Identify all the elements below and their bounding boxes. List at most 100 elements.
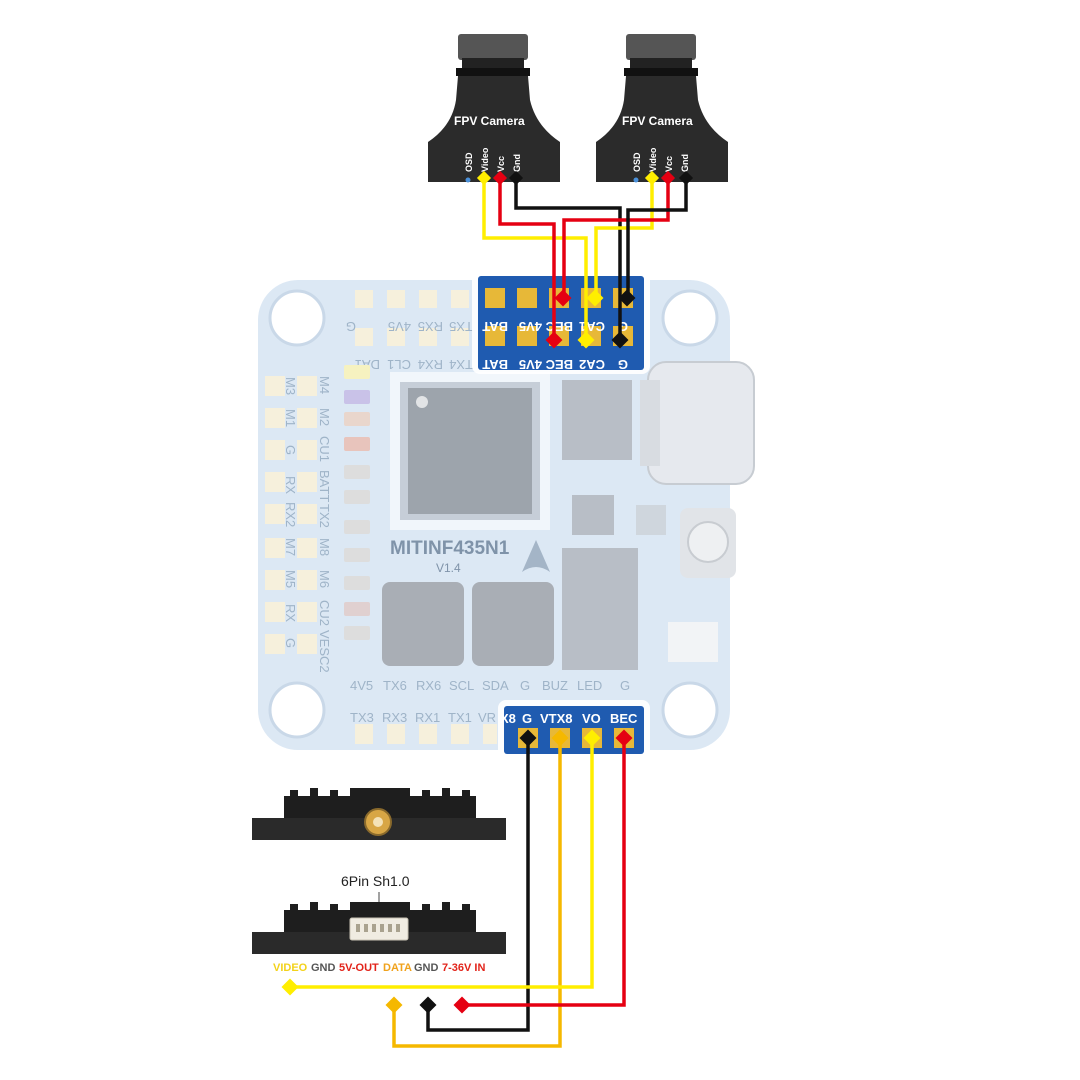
inductor <box>382 582 464 666</box>
wire-cam2-gnd <box>626 178 688 298</box>
vtx-header-label: VTX8 <box>540 711 573 726</box>
inductor <box>472 582 554 666</box>
cam-header-label: 4V5 <box>519 357 542 372</box>
pad-label: M8 <box>317 538 332 556</box>
pad-label: M3 <box>283 377 298 395</box>
pad-label: RX <box>283 604 298 622</box>
left-pads: M3 M1 G RX RX2 M7 M5 RX G M4 M2 CU1 BATT… <box>265 376 332 673</box>
wire-cam1-video <box>482 178 588 340</box>
top-pads: G 4V5 RX5 TX5 DA1 CL1 RX4 TX4 <box>346 290 473 372</box>
smd-components <box>344 365 370 640</box>
pad-label: M2 <box>317 408 332 426</box>
pad-label: VR <box>478 710 496 725</box>
small-sensor <box>636 505 666 535</box>
camera-body <box>596 76 728 182</box>
vtx-header-label: G <box>522 711 532 726</box>
wire-vtx-bec <box>462 738 626 1007</box>
osd-pin-dot <box>633 177 639 183</box>
pad-label: G <box>346 319 356 334</box>
wire-cam1-vcc <box>498 178 556 340</box>
vtx-header-label: VO <box>582 711 601 726</box>
pad-label: TX4 <box>449 357 473 372</box>
board-name: MITINF435N1 <box>390 538 510 559</box>
camera-pin-label: OSD <box>464 152 474 172</box>
wire-vtx-data <box>392 738 562 1048</box>
vtx-pin-label: GND <box>311 962 336 974</box>
solder-points <box>281 170 694 1014</box>
pad-label: RX2 <box>283 502 298 527</box>
pad-label: CU1 <box>317 436 332 462</box>
camera-pin-label: Video <box>648 147 658 172</box>
pad-label: RX <box>283 476 298 494</box>
logo-icon <box>522 540 550 572</box>
usb-c-port <box>640 361 755 485</box>
pad-label: 4V5 <box>350 678 373 693</box>
cam-header-label: BEC <box>545 319 573 334</box>
camera-pin-label: Vcc <box>664 156 674 172</box>
pad-label: M7 <box>283 538 298 556</box>
cam-header-label: CA2 <box>579 357 605 372</box>
bottom-pads: 4V5 TX6 RX6 SCL SDA G BUZ LED G TX3 RX3 … <box>350 678 630 744</box>
osd-pin-dot <box>465 177 471 183</box>
vtx-header: X8 G VTX8 VO BEC <box>498 700 650 760</box>
pad-label: LED <box>577 678 602 693</box>
boot-button <box>680 508 736 578</box>
camera-lens <box>458 34 528 60</box>
mcu-chip <box>390 372 550 530</box>
fpv-camera-1: FPV Camera OSD Video Vcc Gnd <box>428 34 560 182</box>
pad-label: TX5 <box>449 319 473 334</box>
board-version: V1.4 <box>436 561 461 575</box>
vtx-pin-label: DATA <box>383 962 412 974</box>
camera-lens <box>626 34 696 60</box>
mount-hole <box>661 681 719 739</box>
pad-label: 4V5 <box>388 319 411 334</box>
pad-label: BATT <box>317 470 332 502</box>
cam-header-label: BAT <box>482 319 508 334</box>
pad-label: TX1 <box>448 710 472 725</box>
pad-label: RX3 <box>382 710 407 725</box>
pad-label: RX1 <box>415 710 440 725</box>
vtx-module-top <box>252 788 506 840</box>
fpv-camera-2: FPV Camera OSD Video Vcc Gnd <box>596 34 728 182</box>
vtx-pin-label: 5V-OUT <box>339 962 379 974</box>
cam-header-label: 4V5 <box>519 319 542 334</box>
camera-pin-label: Vcc <box>496 156 506 172</box>
vtx-header-label: BEC <box>610 711 638 726</box>
vtx-pin-label: VIDEO <box>273 962 308 974</box>
wire-vtx-gnd <box>426 738 530 1032</box>
camera-pin-label: OSD <box>632 152 642 172</box>
pad-label: SDA <box>482 678 509 693</box>
flash-chip <box>562 548 638 670</box>
small-module <box>668 622 718 662</box>
pad-label: RX5 <box>418 319 443 334</box>
camera-header: BAT 4V5 BEC CA1 G BAT 4V5 BEC CA2 G <box>472 268 650 374</box>
vtx-header-label: X8 <box>500 711 516 726</box>
cam-header-label: BAT <box>482 357 508 372</box>
pad-label: G <box>620 678 630 693</box>
pad-label: G <box>520 678 530 693</box>
camera-pin-label: Gnd <box>512 154 522 172</box>
pad-label: RX6 <box>416 678 441 693</box>
pad-label: BUZ <box>542 678 568 693</box>
vtx-module-bottom: 6Pin Sh1.0 VIDEO GND 5V-OUT DATA GND 7-3… <box>252 873 506 974</box>
pad-label: CU2 <box>317 600 332 626</box>
vtx-pin-label: GND <box>414 962 439 974</box>
cam-header-label: CA1 <box>579 319 605 334</box>
pad-label: SCL <box>449 678 474 693</box>
camera-pin-label: Video <box>480 147 490 172</box>
mount-hole <box>268 289 326 347</box>
sh-connector <box>349 917 409 941</box>
pad-label: G <box>283 445 298 455</box>
regulator-chip <box>562 380 632 460</box>
cam-header-label: BEC <box>545 357 573 372</box>
pad-label: M1 <box>283 409 298 427</box>
pad-label: M4 <box>317 376 332 394</box>
camera-title: FPV Camera <box>622 114 693 128</box>
pad-label: CL1 <box>387 357 411 372</box>
cam-header-label: G <box>618 319 628 334</box>
mount-hole <box>661 289 719 347</box>
camera-body <box>428 76 560 182</box>
pad-label: TX3 <box>350 710 374 725</box>
pad-label: M6 <box>317 570 332 588</box>
